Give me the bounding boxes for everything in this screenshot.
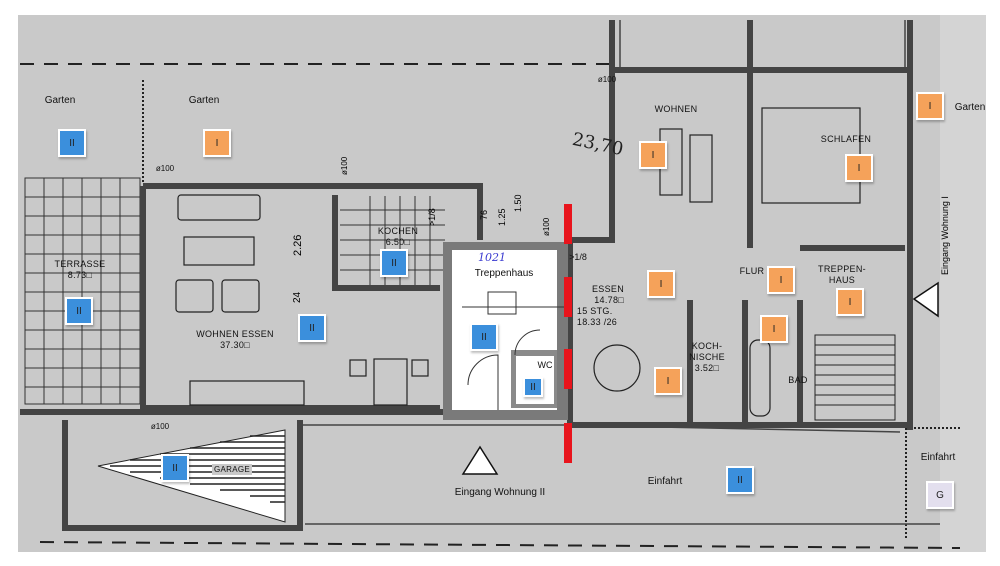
room-name: TREPPEN- bbox=[818, 264, 866, 274]
label-garten: Garten bbox=[188, 95, 220, 106]
unit-ii-badge: II bbox=[726, 466, 754, 494]
room-area: 3.52□ bbox=[694, 363, 720, 373]
shared-g-badge: G bbox=[926, 481, 954, 509]
dimension-label: ø100 bbox=[155, 164, 175, 173]
unit-i-badge: I bbox=[916, 92, 944, 120]
dimension-label: 1.50 bbox=[513, 194, 523, 212]
unit-ii-badge: II bbox=[470, 323, 498, 351]
label-wc: WC bbox=[537, 360, 553, 370]
unit-i-badge: I bbox=[654, 367, 682, 395]
slope-label: >1/8 bbox=[569, 252, 587, 262]
label-wohnen: WOHNEN bbox=[654, 104, 698, 114]
room-name: KOCHEN bbox=[377, 226, 419, 236]
room-name: ESSEN bbox=[591, 284, 625, 294]
unit-ii-badge: II bbox=[523, 377, 543, 397]
dimension-label: 1.25 bbox=[497, 208, 507, 226]
unit-ii-badge: II bbox=[161, 454, 189, 482]
label-garten: Garten bbox=[954, 102, 986, 113]
label-einfahrt: Einfahrt bbox=[920, 452, 956, 463]
label-eingang-wohnung-i: Eingang Wohnung I bbox=[940, 196, 950, 275]
dimension-label: 2.26 bbox=[292, 234, 304, 256]
label-bad: BAD bbox=[788, 375, 808, 385]
dimension-label: ø100 bbox=[340, 156, 349, 175]
unit-i-badge: I bbox=[639, 141, 667, 169]
dimension-label: 76 bbox=[479, 209, 489, 220]
boundary-dotted bbox=[142, 80, 960, 540]
walls bbox=[20, 20, 913, 531]
dimension-label: ø100 bbox=[597, 75, 617, 84]
dimension-label: 24 bbox=[292, 291, 303, 303]
unit-i-badge: I bbox=[767, 266, 795, 294]
unit-ii-badge: II bbox=[298, 314, 326, 342]
label-flur: FLUR bbox=[739, 266, 765, 276]
room-area: 6.50□ bbox=[385, 237, 411, 247]
entrance-marker-unit-i bbox=[912, 281, 939, 318]
label-garten: Garten bbox=[44, 95, 76, 106]
label-schlafen: SCHLAFEN bbox=[820, 134, 872, 144]
dimension-label: ø100 bbox=[542, 217, 551, 236]
room-area: 8.73□ bbox=[67, 270, 93, 280]
room-area: 14.78□ bbox=[594, 295, 625, 305]
unit-i-badge: I bbox=[836, 288, 864, 316]
label-einfahrt: Einfahrt bbox=[647, 476, 683, 487]
label-garage: GARAGE bbox=[211, 464, 253, 475]
unit-i-badge: I bbox=[760, 315, 788, 343]
label-stairs: 15 STG.18.33 /26 bbox=[577, 306, 617, 328]
garage-hatch bbox=[97, 429, 286, 523]
unit-i-badge: I bbox=[845, 154, 873, 182]
property-line bbox=[20, 63, 961, 549]
stairs-count: 15 STG. bbox=[576, 306, 613, 316]
unit-ii-badge: II bbox=[58, 129, 86, 157]
room-name: TERRASSE bbox=[54, 259, 106, 269]
furniture bbox=[175, 107, 861, 417]
handwritten-blue-note: 1021 bbox=[478, 251, 506, 264]
unit-ii-badge: II bbox=[380, 249, 408, 277]
room-name: NISCHE bbox=[689, 352, 725, 362]
room-name: KOCH- bbox=[691, 341, 723, 351]
unit-ii-badge: II bbox=[65, 297, 93, 325]
unit-i-badge: I bbox=[203, 129, 231, 157]
stairs-dimension: 18.33 /26 bbox=[576, 317, 618, 327]
room-name: WOHNEN ESSEN bbox=[196, 329, 274, 339]
unit-boundary-marker bbox=[564, 204, 572, 463]
stairs-unit-i bbox=[814, 334, 896, 421]
label-eingang-wohnung-ii: Eingang Wohnung II bbox=[454, 487, 546, 498]
room-name: HAUS bbox=[828, 275, 856, 285]
dimension-label: ø100 bbox=[150, 422, 170, 431]
slope-label: >1/8 bbox=[427, 208, 437, 226]
unit-i-badge: I bbox=[647, 270, 675, 298]
label-treppenhaus-unit-i: TREPPEN-HAUS bbox=[818, 264, 866, 286]
room-area: 37.30□ bbox=[220, 340, 250, 350]
entrance-marker-unit-ii bbox=[461, 445, 499, 475]
label-treppenhaus: Treppenhaus bbox=[474, 268, 534, 279]
